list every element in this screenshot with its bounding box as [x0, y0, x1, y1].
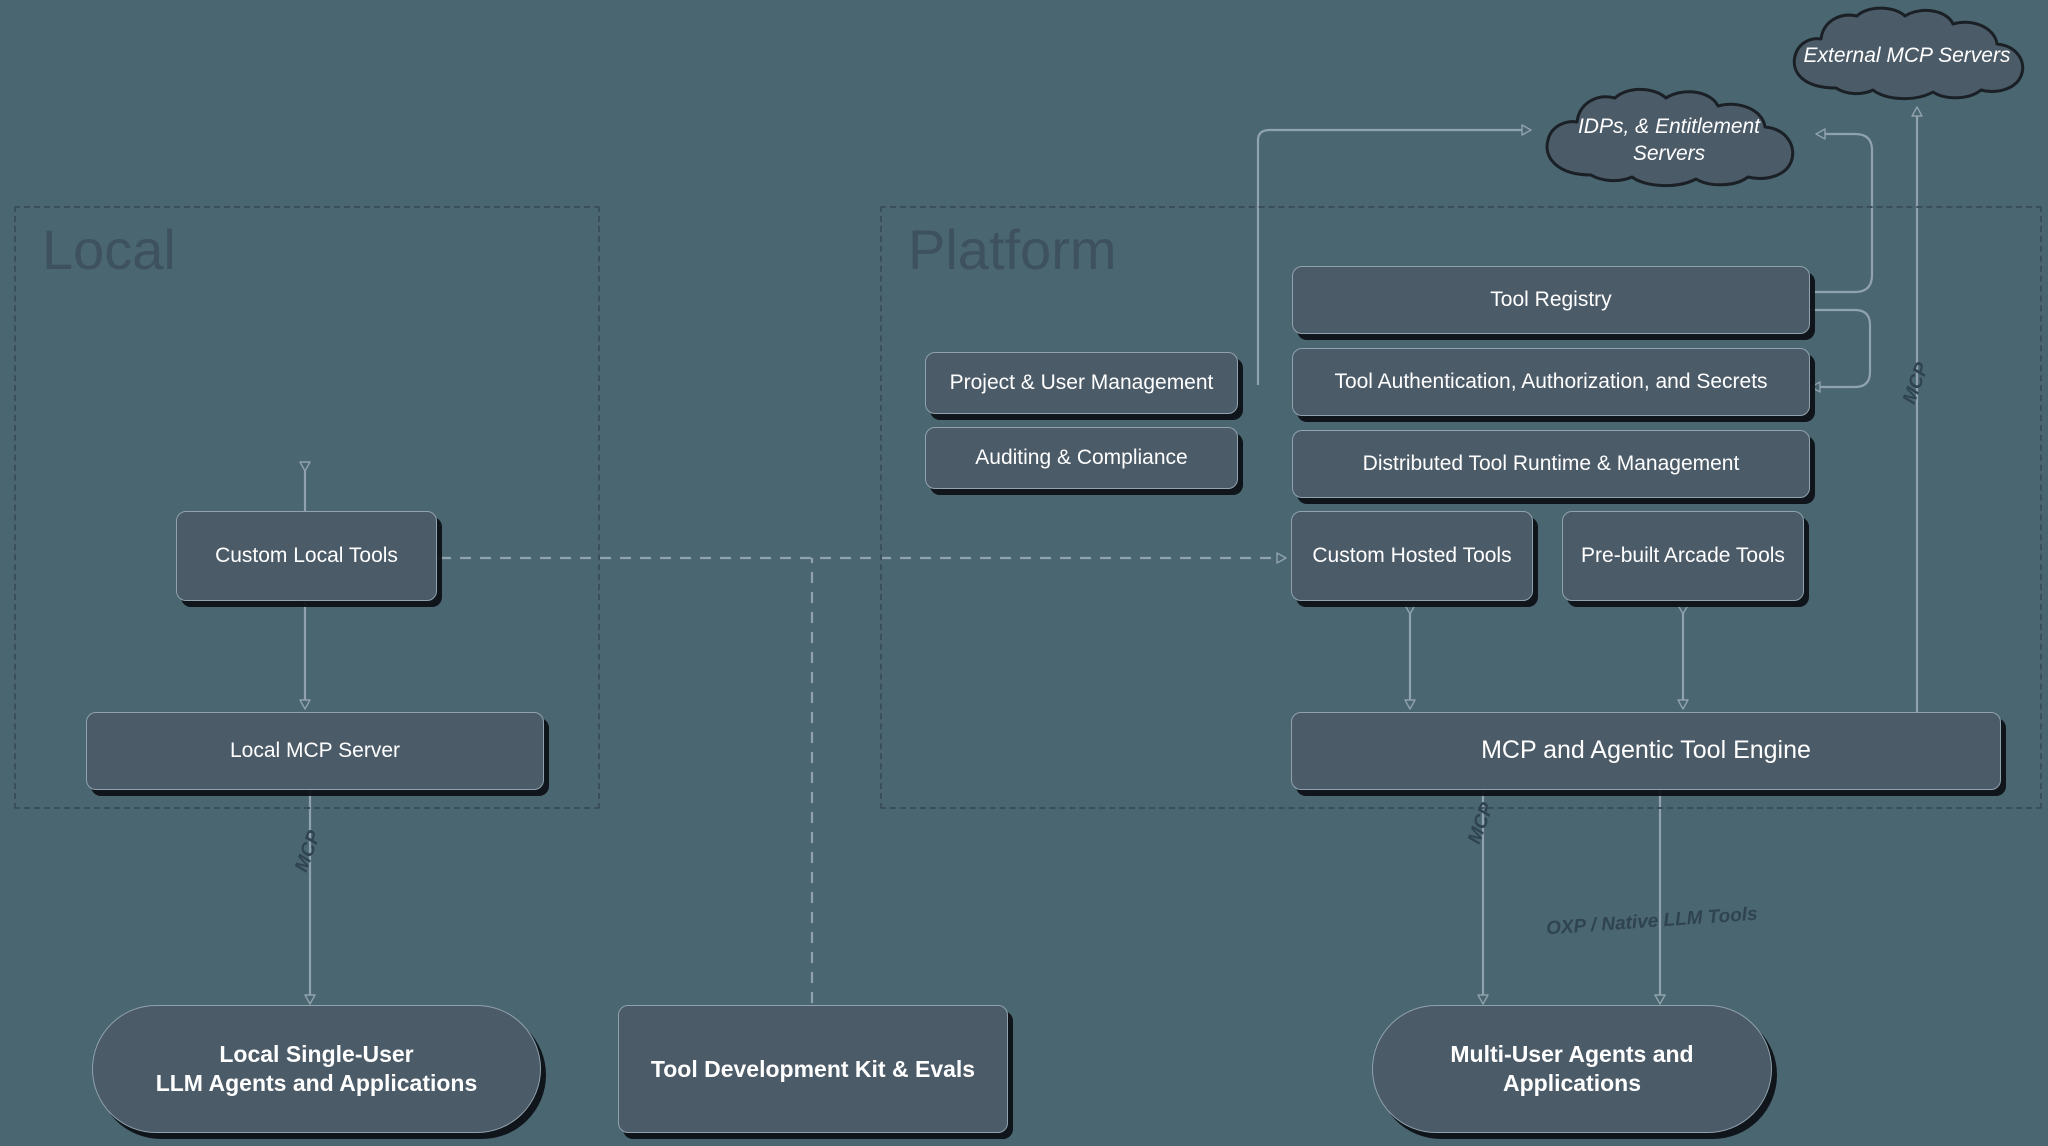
node-prebuilt-arcade-tools[interactable]: Pre-built Arcade Tools	[1562, 511, 1804, 601]
node-local-agents[interactable]: Local Single-User LLM Agents and Applica…	[92, 1005, 541, 1133]
cloud-shape-icon	[1545, 87, 1795, 188]
cloud-external-mcp-servers-label: External MCP Servers	[1803, 44, 2011, 68]
node-mcp-agentic-tool-engine[interactable]: MCP and Agentic Tool Engine	[1291, 712, 2001, 790]
node-local-agents-line1: Local Single-User	[219, 1041, 414, 1068]
zone-local-title: Local	[42, 218, 176, 281]
node-auditing-compliance[interactable]: Auditing & Compliance	[925, 427, 1238, 489]
node-distributed-tool-runtime[interactable]: Distributed Tool Runtime & Management	[1292, 430, 1810, 498]
node-multi-user-agents[interactable]: Multi-User Agents and Applications	[1372, 1005, 1772, 1133]
zone-local	[14, 206, 600, 809]
node-tool-development-kit[interactable]: Tool Development Kit & Evals	[618, 1005, 1008, 1133]
node-multi-user-agents-line2: Applications	[1502, 1070, 1641, 1096]
cloud-external-mcp-servers[interactable]: External MCP Servers	[1776, 4, 2038, 108]
cloud-idps-entitlement-servers-label: IDPs, & Entitlement Servers	[1577, 114, 1761, 165]
cloud-idps-entitlement-servers[interactable]: IDPs, & Entitlement Servers	[1528, 85, 1810, 195]
node-project-user-management[interactable]: Project & User Management	[925, 352, 1238, 414]
cloud-shape-icon	[1792, 6, 2025, 101]
node-local-mcp-server[interactable]: Local MCP Server	[86, 712, 544, 790]
zone-platform-title: Platform	[908, 218, 1117, 281]
node-custom-local-tools[interactable]: Custom Local Tools	[176, 511, 437, 601]
node-custom-hosted-tools[interactable]: Custom Hosted Tools	[1291, 511, 1533, 601]
node-multi-user-agents-line1: Multi-User Agents and	[1450, 1041, 1694, 1068]
node-tool-authentication[interactable]: Tool Authentication, Authorization, and …	[1292, 348, 1810, 416]
zone-platform	[880, 206, 2042, 809]
node-local-agents-line2: LLM Agents and Applications	[155, 1070, 478, 1096]
node-tool-registry[interactable]: Tool Registry	[1292, 266, 1810, 334]
